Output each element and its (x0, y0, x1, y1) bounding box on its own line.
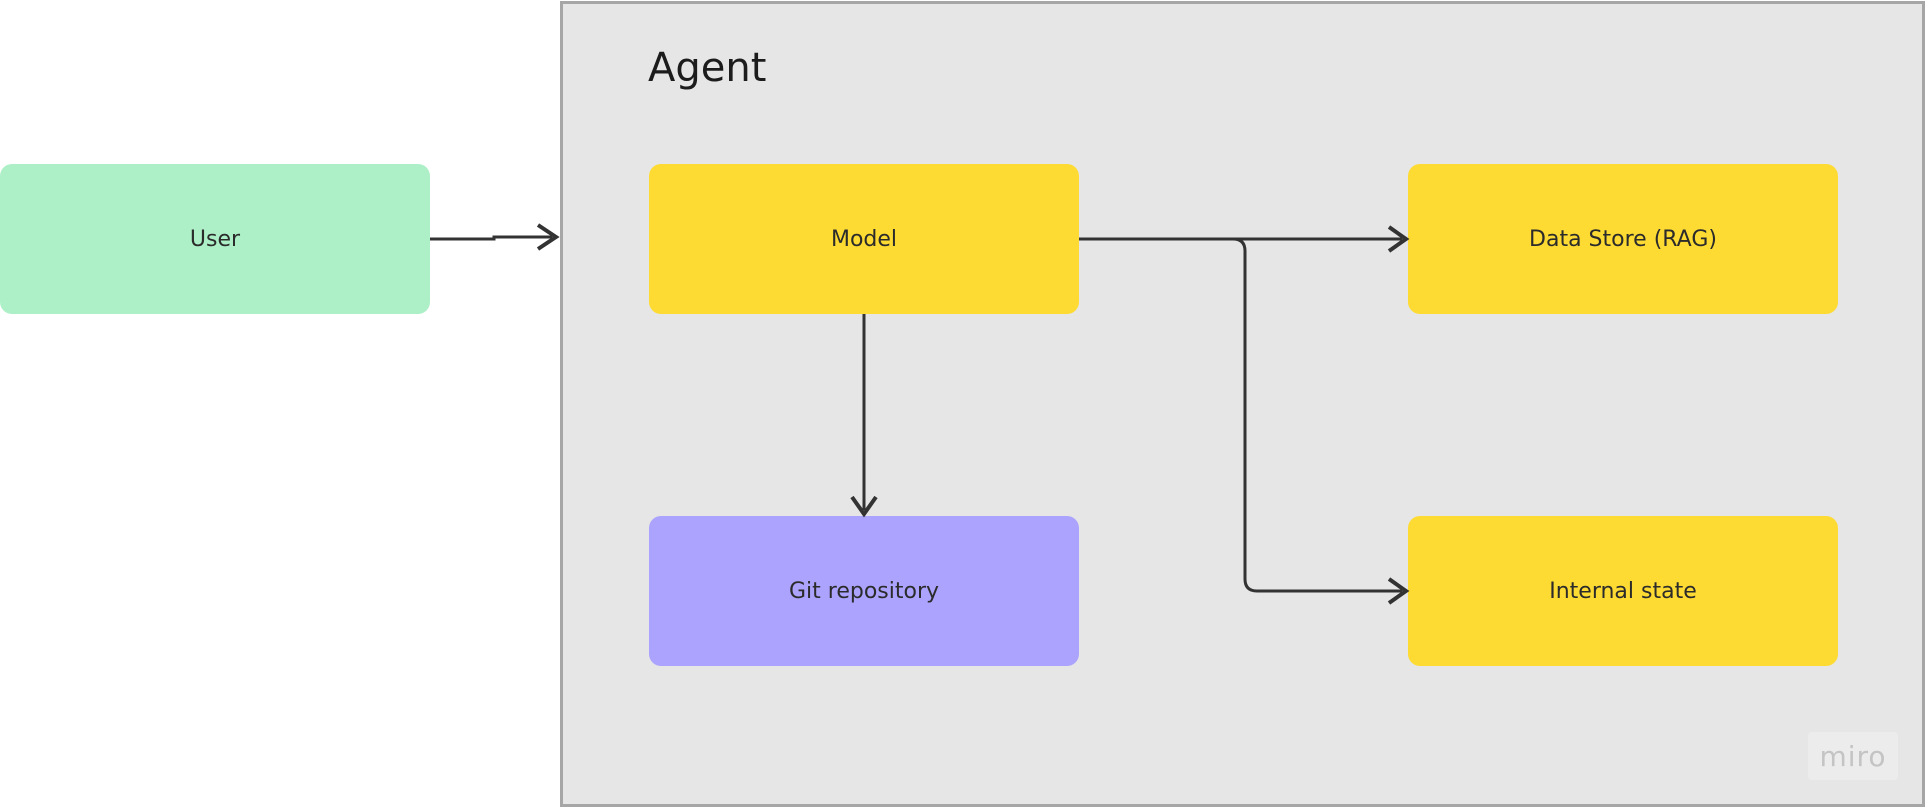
model-node[interactable]: Model (649, 164, 1079, 314)
edge-user-to-agent[interactable] (430, 235, 552, 241)
miro-watermark: miro (1808, 732, 1898, 780)
user-node[interactable]: User (0, 164, 430, 314)
internal-state-node[interactable]: Internal state (1408, 516, 1838, 666)
user-node-label: User (189, 226, 241, 252)
data-store-node-label: Data Store (RAG) (1529, 226, 1717, 252)
git-repository-node-label: Git repository (788, 578, 940, 604)
miro-watermark-text: miro (1819, 739, 1887, 773)
data-store-node[interactable]: Data Store (RAG) (1408, 164, 1838, 314)
model-node-label: Model (830, 226, 898, 252)
edge-user-to-agent-arrowhead (536, 223, 560, 251)
internal-state-node-label: Internal state (1549, 578, 1697, 604)
agent-frame[interactable] (560, 1, 1925, 807)
agent-frame-title: Agent (648, 45, 767, 91)
git-repository-node[interactable]: Git repository (649, 516, 1079, 666)
